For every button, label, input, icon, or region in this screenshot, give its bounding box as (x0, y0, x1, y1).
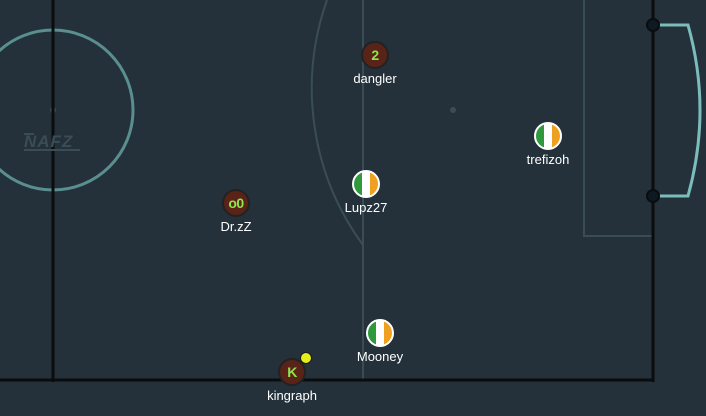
center-circle (0, 28, 135, 192)
player-name: kingraph (267, 388, 317, 403)
svg-text:NAFZ: NAFZ (24, 132, 73, 151)
player-name: Dr.zZ (220, 219, 252, 234)
player-token (352, 170, 380, 198)
player-avatar: o0 (228, 195, 244, 211)
field-spot (450, 107, 456, 113)
player-avatar: 2 (371, 47, 379, 63)
player-lupz27[interactable]: Lupz27 (321, 170, 411, 215)
goal-post-bottom (646, 189, 660, 203)
player-token (366, 319, 394, 347)
player-drzz[interactable]: o0 Dr.zZ (191, 189, 281, 234)
player-token (534, 122, 562, 150)
player-dangler[interactable]: 2 dangler (330, 41, 420, 86)
player-mooney[interactable]: Mooney (335, 319, 425, 364)
player-token: 2 (361, 41, 389, 69)
goal-net (653, 23, 702, 198)
player-kingraph[interactable]: K kingraph (247, 352, 337, 403)
player-trefizoh[interactable]: trefizoh (503, 122, 593, 167)
ball-icon (300, 352, 312, 364)
player-name: Lupz27 (344, 200, 388, 215)
big-arc (310, 0, 364, 246)
player-avatar: K (287, 364, 297, 380)
penalty-box (583, 0, 653, 237)
player-name: trefizoh (526, 152, 570, 167)
player-token: o0 (222, 189, 250, 217)
goal-post-top (646, 18, 660, 32)
player-name: dangler (353, 71, 397, 86)
nafz-logo: NAFZ (24, 132, 80, 151)
player-name: Mooney (356, 349, 404, 364)
